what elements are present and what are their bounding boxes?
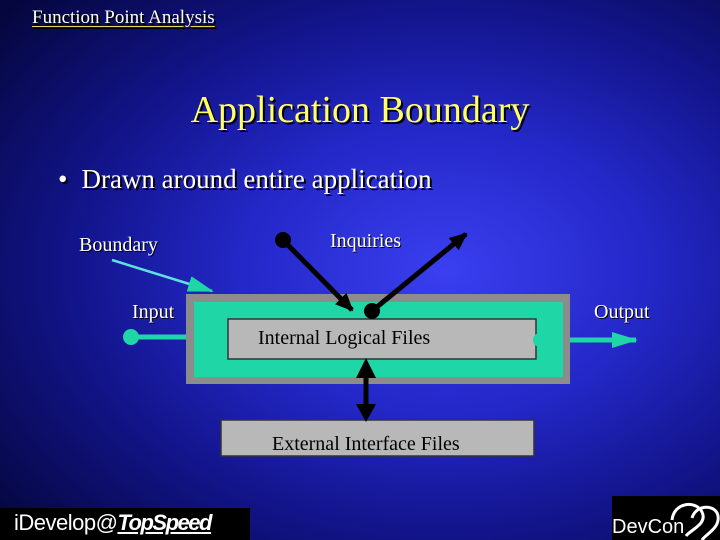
header-title: Function Point Analysis: [32, 7, 215, 28]
footer-left-brand: TopSpeed: [117, 510, 212, 535]
ilf-eif-arrowhead-up: [356, 358, 376, 378]
inquiries-label: Inquiries: [330, 230, 402, 252]
footer-left-prefix: iDevelop@: [14, 510, 118, 535]
internal-logical-files-label: Internal Logical Files: [258, 327, 430, 349]
output-label: Output: [594, 301, 650, 323]
boundary-pointer-arrow: [111, 258, 214, 293]
bullet-text: Drawn around entire application: [81, 164, 432, 194]
external-interface-files-label: External Interface Files: [272, 433, 460, 455]
slide-title: Application Boundary: [190, 89, 530, 131]
input-label: Input: [132, 301, 175, 323]
footer-logo-devcon: DevCon: [612, 496, 720, 540]
output-node: [533, 333, 547, 347]
bullet-dot-icon: •: [58, 164, 68, 194]
footer-right-text: DevCon: [612, 516, 685, 538]
boundary-label: Boundary: [79, 234, 158, 256]
footer-logo-idevelop: iDevelop@TopSpeed: [0, 508, 250, 540]
inquiry-in-arrow: [281, 238, 354, 312]
inquiry-out-arrow: [370, 232, 468, 313]
devcon-swirl-icon: [670, 503, 720, 540]
ilf-eif-arrowhead-down: [356, 404, 376, 422]
external-interface-files-box: [220, 419, 535, 457]
bullet-item: • Drawn around entire application: [58, 164, 432, 195]
